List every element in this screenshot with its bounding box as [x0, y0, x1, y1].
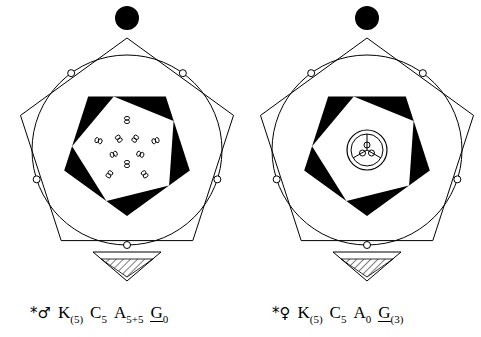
formula-count: 5 [341, 308, 347, 330]
axis-dot [115, 6, 139, 30]
bract [93, 252, 161, 281]
formula-count: 0 [366, 308, 372, 330]
axis-dot [355, 6, 379, 30]
formula-symbol: C [330, 302, 341, 324]
pistillate-flower [261, 6, 474, 281]
formula-symbol: G [378, 305, 390, 322]
formula-symbol: A [114, 302, 126, 324]
disk-center [312, 97, 414, 201]
ovary [347, 130, 387, 170]
bract [333, 252, 401, 281]
formula-symbol: K [58, 302, 70, 324]
corolla-circle [272, 55, 462, 245]
stamens [94, 116, 159, 178]
formula-count: 5+5 [126, 308, 143, 330]
formula-symbol: G [150, 305, 162, 322]
formula-symbol: C [90, 302, 101, 324]
formula-symbol: ♂ [38, 302, 51, 324]
formula-symbol: A [353, 302, 365, 324]
formula-symbol: * [272, 302, 280, 324]
floral-formula: *♀ K(5) C5A0G(3) [272, 302, 403, 330]
staminate-flower [21, 6, 234, 281]
formula-symbol: ♀ [280, 302, 291, 324]
corolla-junctions [273, 70, 461, 249]
formula-symbol: * [30, 302, 38, 324]
formula-count: (3) [391, 308, 404, 330]
formula-count: 0 [163, 308, 169, 330]
corolla-junctions [33, 70, 221, 249]
corolla-circle [32, 55, 222, 245]
floral-formula: *♂ K(5) C5A5+5 G0 [30, 302, 168, 330]
formula-count: (5) [310, 308, 323, 330]
disk-center [72, 97, 174, 201]
nectary-disk [304, 97, 430, 216]
formula-count: 5 [101, 308, 107, 330]
formula-count: (5) [70, 308, 83, 330]
nectary-disk [64, 97, 190, 216]
formula-symbol: K [298, 302, 310, 324]
